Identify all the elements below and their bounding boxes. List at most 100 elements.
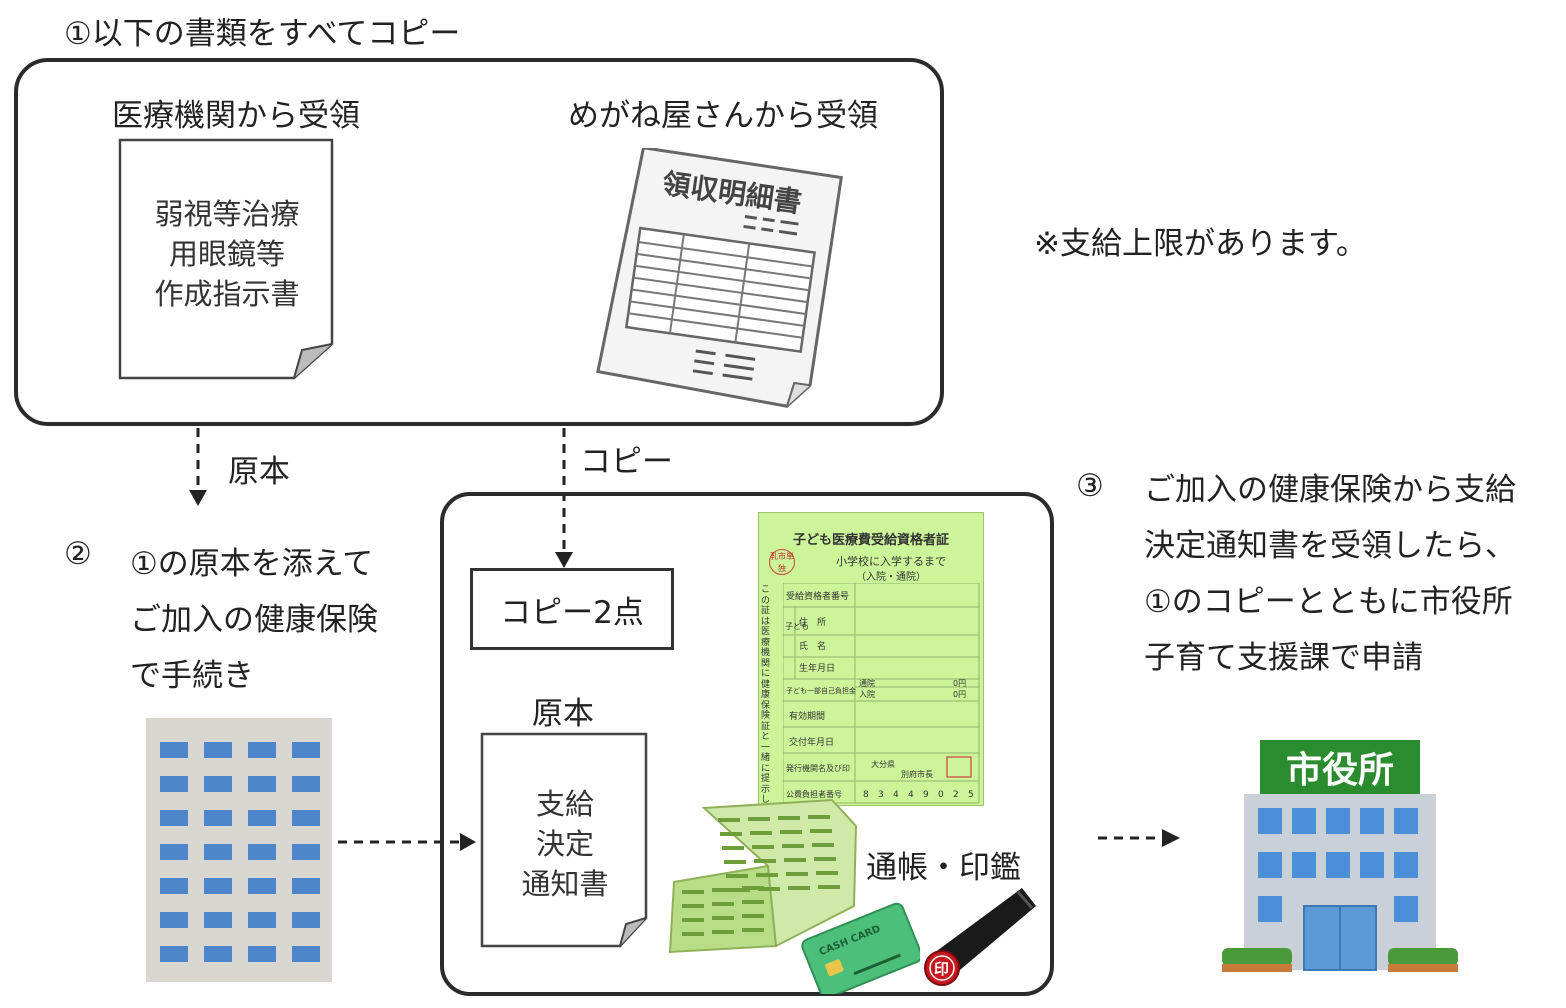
city-hall-window [1258,808,1282,834]
step3-line-3: ①のコピーとともに市役所 [1144,584,1513,620]
cert-row-issuer: 発行機関名及び印 [786,763,850,773]
city-hall-window [1258,896,1282,922]
svg-text:子ども 通院 入院 0円: 子ども 通院 入院 0円 0円 大分県 別府市長 [785,622,969,779]
instruction-doc-line-3: 作成指示書 [154,277,300,311]
passbook-entry-line [724,860,746,864]
cert-payer-digit-4: 4 [908,790,914,800]
optician-label: めがね屋さんから受領 [568,98,878,134]
step3-line-4: 子育て支援課で申請 [1144,640,1423,676]
original-doc-label: 原本 [532,696,594,732]
passbook-entry-line [816,871,838,875]
seal-char: 印 [934,960,949,978]
building-window [248,742,276,758]
benefit-notice-document: 支給 決定 通知書 [480,732,650,950]
passbook-entry-line [756,873,778,877]
building-window [160,912,188,928]
arrowhead-copy [555,552,573,568]
passbook-entry-line [742,928,764,932]
cert-payer-digit-3: 4 [893,790,899,800]
cert-child-label: 子ども [785,622,809,631]
cert-payer-digit-1: 8 [863,790,869,800]
building-window [292,742,320,758]
city-hall-illustration: 市役所 [1222,738,1458,974]
city-hall-window [1394,808,1418,834]
building-window [160,776,188,792]
application-documents-box [440,492,1054,996]
city-hall-window [1394,896,1418,922]
building-window [204,742,232,758]
building-window [204,776,232,792]
passbook-entry-line [712,888,734,892]
passbook-icon [668,798,858,954]
hanko-seal-icon: 印 [924,888,1036,986]
passbook-entry-line [682,890,704,894]
building-window [204,878,232,894]
passbook-entry-line [720,832,742,836]
passbook-entry-line [712,916,734,920]
passbook-entry-line [682,904,704,908]
passbook-entry-line [726,874,748,878]
passbook-entry-line [782,844,804,848]
medical-institution-label: 医療機関から受領 [112,98,360,134]
cert-row-issued: 交付年月日 [789,736,834,748]
cert-payer-digit-6: 0 [938,790,944,800]
notice-doc-line-1: 支給 [535,787,594,821]
building-window [160,844,188,860]
passbook-entry-line [728,888,750,892]
cert-row-validity: 有効期間 [789,710,825,722]
passbook-entry-line [742,900,764,904]
hedge-left [1222,948,1292,966]
city-hall-window [1292,808,1316,834]
building-window [292,844,320,860]
building-window [160,878,188,894]
original-arrow-label: 原本 [228,454,290,490]
copy-two-items-label: コピー2点 [500,594,644,631]
certificate-subtitle-2: （入院・通院） [856,572,926,583]
cert-row-birthdate: 生年月日 [799,662,835,674]
arrowhead-notice [460,833,476,851]
cert-official-seal [946,756,972,778]
building-window [160,946,188,962]
step2-line-3: で手続き [130,658,254,694]
passbook-entry-line [780,830,802,834]
city-hall-window [1360,852,1384,878]
step2-number: ② [64,536,92,572]
step1-documents-box [14,58,944,426]
insurance-building-illustration [146,718,332,982]
cert-issuer-city: 別府市長 [901,769,933,779]
arrowhead-original [189,490,207,506]
building-window [204,844,232,860]
building-window [292,776,320,792]
city-hall-sign: 市役所 [1286,750,1394,791]
building-window [292,810,320,826]
cert-row-copay: 子ども一部自己負担金 [786,686,856,695]
building-window [204,810,232,826]
passbook-entry-line [748,817,770,821]
step2-line-2: ご加入の健康保険 [130,602,378,638]
passbook-entry-line [682,918,704,922]
notice-doc-line-3: 通知書 [521,867,609,901]
passbook-entry-line [818,885,840,889]
cert-issuer-pref: 大分県 [871,759,895,769]
notice-doc-line-2: 決定 [535,827,594,861]
city-hall-window [1360,808,1384,834]
passbook-entry-line [712,930,734,934]
city-hall-icon: 市役所 [1222,740,1458,972]
passbook-entry-line [752,845,774,849]
step2-text: ①の原本を添えて ご加入の健康保険 で手続き [130,536,378,704]
building-window [160,810,188,826]
city-hall-window [1258,852,1282,878]
building-window [292,878,320,894]
instruction-document: 弱視等治療 用眼鏡等 作成指示書 [118,138,336,382]
step3-number: ③ [1076,468,1104,504]
step1-heading: ①以下の書類をすべてコピー [64,16,461,52]
document-outline-icon [118,138,334,380]
receipt-icon: 領収明細書 [596,146,843,408]
svg-text:受給資格者番号 住 所 氏 名: 受給資格者番号 住 所 氏 名 生年月日 子ども一部自己負担金 有効期間 交付年… [786,590,859,799]
instruction-doc-line-2: 用眼鏡等 [168,237,285,271]
office-building-icon [146,718,332,982]
passbook-seal-label: 通帳・印鑑 [866,850,1021,886]
passbook-entry-line [788,886,810,890]
city-hall-window [1292,852,1316,878]
cert-payer-digit-2: 3 [878,790,884,800]
